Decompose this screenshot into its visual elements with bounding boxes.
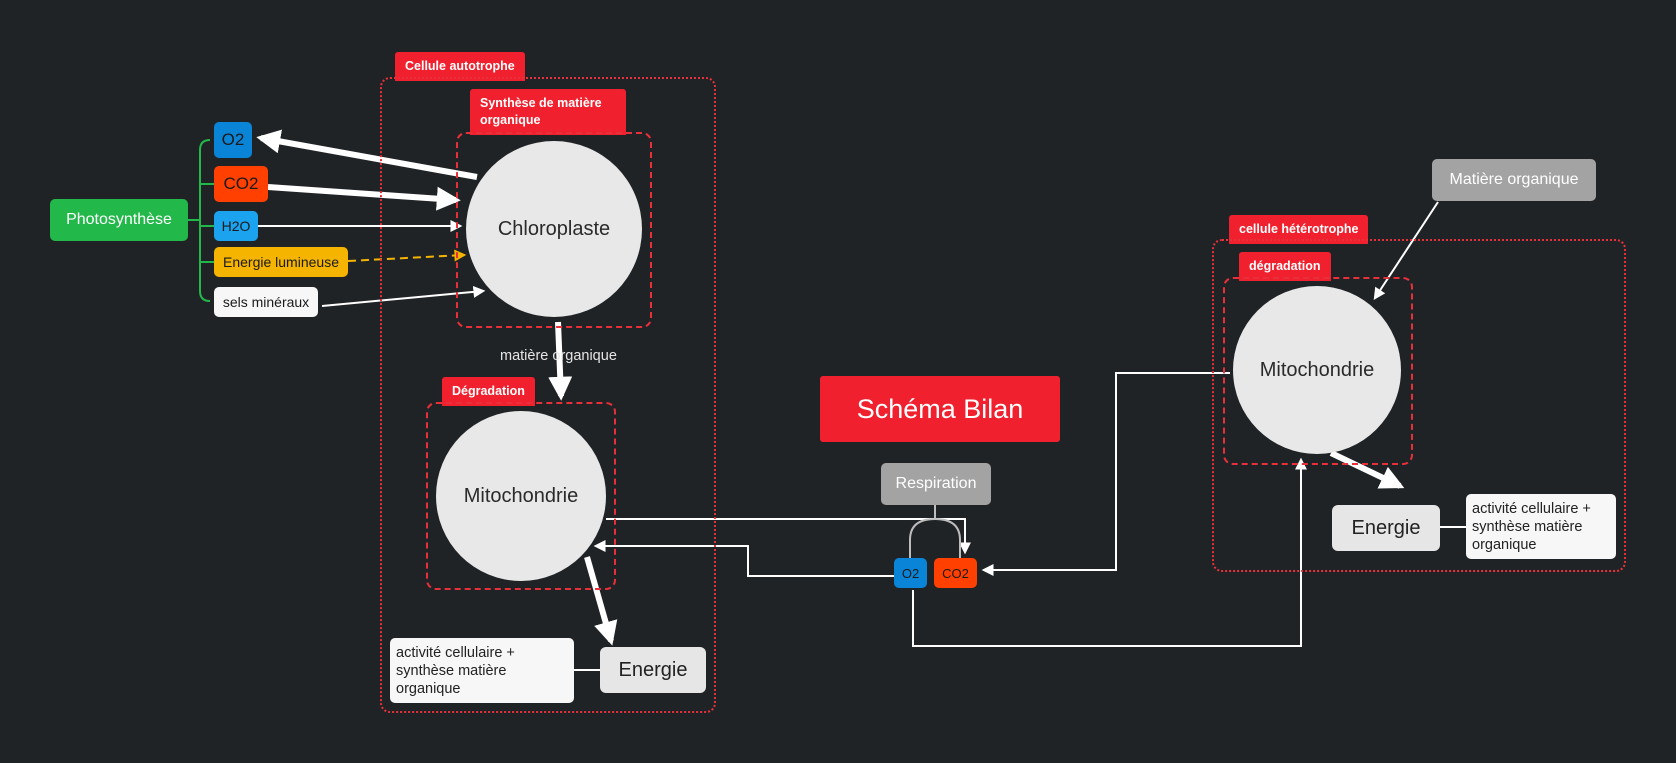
- page-title: Schéma Bilan: [820, 376, 1060, 442]
- o2-node[interactable]: O2: [214, 122, 252, 158]
- arrow-mito-right-to-co2: [981, 372, 1230, 576]
- tag-cellule-autotrophe: Cellule autotrophe: [395, 52, 525, 81]
- degradation-box-heterotrophe: [1223, 277, 1413, 465]
- mitochondrie-autotrophe-node[interactable]: Mitochondrie: [436, 411, 606, 581]
- energie-autotrophe[interactable]: Energie: [600, 647, 706, 693]
- tag-degradation-heterotrophe: dégradation: [1239, 252, 1331, 281]
- photosynthesis-bracket: [188, 139, 214, 302]
- arrow-light-to-chloroplast: [347, 249, 467, 262]
- arrow-o2-to-mito-left: [593, 540, 894, 577]
- arrow-chloroplast-to-o2: [256, 129, 478, 180]
- matiere-organique-node[interactable]: Matière organique: [1432, 159, 1596, 201]
- arrow-matiere-to-mito-right: [1373, 201, 1439, 301]
- co2-node[interactable]: CO2: [214, 166, 268, 202]
- respiration-co2-node[interactable]: CO2: [934, 558, 977, 588]
- arrow-mito-to-energie: [584, 556, 618, 646]
- respiration-o2-node[interactable]: O2: [894, 558, 927, 588]
- photosynthese-node[interactable]: Photosynthèse: [50, 199, 188, 241]
- sels-mineraux-node[interactable]: sels minéraux: [214, 287, 318, 317]
- cellule-heterotrophe-box: [1212, 239, 1626, 572]
- tag-synthese: Synthèse de matière organique: [470, 89, 626, 135]
- energie-heterotrophe[interactable]: Energie: [1332, 505, 1440, 551]
- label-matiere-organique: matière organique: [500, 348, 617, 364]
- tag-degradation-autotrophe: Dégradation: [442, 377, 535, 406]
- synthese-box: [456, 132, 652, 328]
- arrow-mito-left-to-co2: [606, 518, 971, 555]
- arrow-co2-to-chloroplast: [267, 184, 461, 211]
- respiration-connector: [909, 505, 961, 558]
- energie-lumineuse-node[interactable]: Energie lumineuse: [214, 247, 348, 277]
- degradation-box-autotrophe: [426, 402, 616, 590]
- h2o-node[interactable]: H2O: [214, 211, 258, 241]
- cellule-autotrophe-box: [380, 77, 716, 713]
- mitochondrie-heterotrophe-node[interactable]: Mitochondrie: [1233, 286, 1401, 454]
- activite-note-autotrophe: activité cellulaire + synthèse matière o…: [390, 638, 574, 703]
- arrow-mito-right-to-energie: [1329, 450, 1405, 489]
- arrow-o2-to-mito-right: [912, 457, 1307, 647]
- activite-note-heterotrophe: activité cellulaire + synthèse matière o…: [1466, 494, 1616, 559]
- respiration-node[interactable]: Respiration: [881, 463, 991, 505]
- arrow-chloroplast-to-mitochondrie: [548, 321, 573, 401]
- chloroplaste-node[interactable]: Chloroplaste: [466, 141, 642, 317]
